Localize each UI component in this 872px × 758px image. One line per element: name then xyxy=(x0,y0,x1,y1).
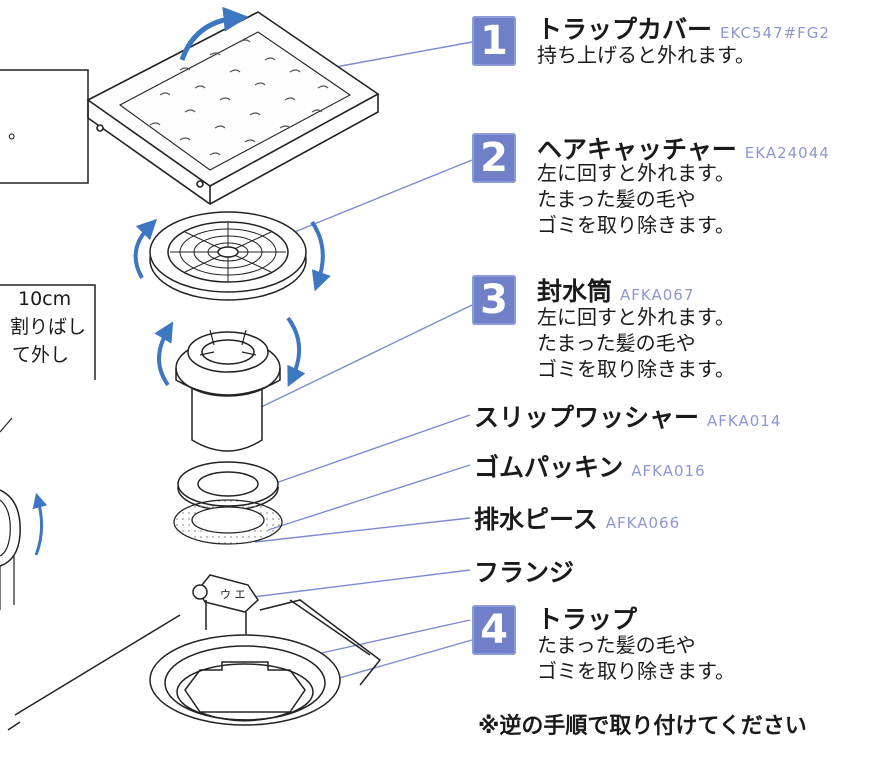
part-3-desc: 左に回すと外れます。 たまった髪の毛や ゴミを取り除きます。 xyxy=(537,304,735,382)
slip-washer-code: AFKA014 xyxy=(707,412,782,430)
part-4-label: トラップ xyxy=(537,600,637,636)
part-1-badge: 1 xyxy=(472,16,516,66)
rotate-arrow-left-3 xyxy=(154,321,174,387)
part-1-label: トラップカバー EKC547#FG2 xyxy=(537,10,830,46)
rubber-packing xyxy=(173,499,283,545)
part-2-code: EKA24044 xyxy=(744,144,830,162)
left-note-box-middle xyxy=(0,284,96,380)
part-3-label: 封水筒 AFKA067 xyxy=(537,272,694,308)
rotate-arrow-left-2 xyxy=(133,218,158,279)
left-note-line-2: 割りばし xyxy=(10,316,87,338)
part-2-desc-line-1: 左に回すと外れます。 xyxy=(537,161,735,185)
part-2-name: ヘアキャッチャー xyxy=(537,135,737,164)
svg-text:ウ エ: ウ エ xyxy=(220,588,246,601)
drain-piece-code: AFKA066 xyxy=(605,514,681,532)
part-4-desc-line-2: ゴミを取り除きます。 xyxy=(537,659,735,683)
rubber-packing-code: AFKA016 xyxy=(631,462,706,480)
part-2-desc: 左に回すと外れます。 たまった髪の毛や ゴミを取り除きます。 xyxy=(537,160,735,238)
part-3-badge: 3 xyxy=(472,275,516,325)
part-3-desc-line-1: 左に回すと外れます。 xyxy=(537,305,735,329)
rotate-arrow-right-3 xyxy=(286,316,306,387)
part-4-name: トラップ xyxy=(537,605,638,634)
seal-cylinder xyxy=(175,329,281,452)
drain-piece: ウ エ xyxy=(192,574,259,640)
left-note-fragment-top: 。 xyxy=(8,121,28,143)
trap-cover xyxy=(86,11,380,205)
part-1-desc-line-1: 持ち上げると外れます。 xyxy=(537,43,755,67)
flange-name: フランジ xyxy=(474,558,575,587)
part-3-code: AFKA067 xyxy=(620,286,695,304)
reassembly-note: ※逆の手順で取り付けてください xyxy=(478,714,807,739)
part-3-desc-line-2: たまった髪の毛や xyxy=(537,331,696,355)
rubber-packing-name: ゴムパッキン xyxy=(474,453,624,482)
slip-washer-label: スリップワッシャー AFKA014 xyxy=(474,398,781,434)
rubber-packing-label: ゴムパッキン AFKA016 xyxy=(474,448,706,484)
part-3-name: 封水筒 xyxy=(537,277,613,306)
trap-floor xyxy=(7,599,382,731)
lift-arrow xyxy=(179,6,249,61)
left-note-line-3: て外し xyxy=(12,344,70,366)
part-4-desc-line-1: たまった髪の毛や xyxy=(537,633,696,657)
part-1-code: EKC547#FG2 xyxy=(720,24,830,42)
part-1-desc: 持ち上げると外れます。 xyxy=(537,42,755,68)
left-note-line-1: 10cm xyxy=(18,288,72,310)
drain-piece-label: 排水ピース AFKA066 xyxy=(474,500,680,536)
slip-washer-name: スリップワッシャー xyxy=(474,403,700,432)
flange-label: フランジ xyxy=(474,553,574,589)
part-2-badge: 2 xyxy=(472,133,516,183)
part-3-desc-line-3: ゴミを取り除きます。 xyxy=(537,357,735,381)
left-drain-fragment xyxy=(0,417,48,610)
part-2-desc-line-2: たまった髪の毛や xyxy=(537,187,696,211)
part-2-desc-line-3: ゴミを取り除きます。 xyxy=(537,213,735,237)
rotate-arrow-right-2 xyxy=(310,220,331,292)
part-2-label: ヘアキャッチャー EKA24044 xyxy=(537,130,830,166)
drain-piece-name: 排水ピース xyxy=(474,505,598,534)
left-note-box-top xyxy=(0,69,89,184)
slip-washer xyxy=(177,461,279,511)
hair-catcher xyxy=(149,211,307,301)
part-4-badge: 4 xyxy=(472,605,516,655)
part-4-desc: たまった髪の毛や ゴミを取り除きます。 xyxy=(537,632,735,684)
part-1-name: トラップカバー xyxy=(537,15,713,44)
